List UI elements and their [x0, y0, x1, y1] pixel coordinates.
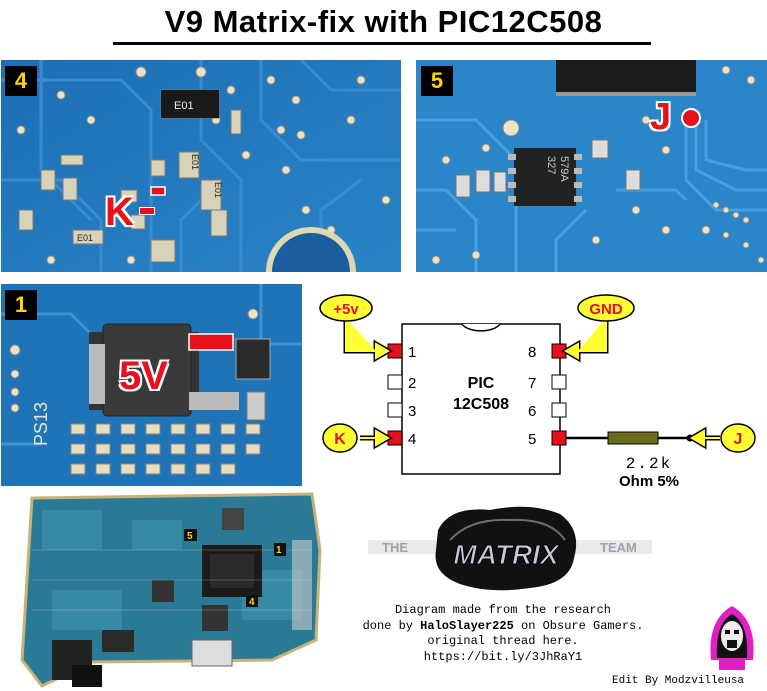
pin-num-2: 2 — [408, 375, 416, 392]
tag-gnd: GND — [589, 301, 623, 318]
chip-notch — [461, 323, 501, 332]
photo-5v: PS13 1 5V — [1, 284, 302, 486]
logo-word: MATRIX — [453, 539, 561, 570]
chip-name: PIC — [468, 375, 495, 392]
point-j-label: J — [650, 96, 672, 138]
tag-vcc: +5v — [333, 301, 359, 318]
pad-5v-marker — [188, 333, 234, 351]
tag-vcc-bubble — [319, 294, 373, 322]
tag-k-bubble — [322, 423, 358, 453]
tag-k: K — [334, 431, 346, 448]
resistor — [607, 431, 659, 445]
pin-num-5: 5 — [528, 431, 536, 448]
pin-2 — [387, 374, 403, 390]
pin-num-7: 7 — [528, 375, 536, 392]
chip-mark-2: E01 — [190, 154, 200, 170]
pin-num-6: 6 — [528, 403, 536, 420]
page-title: V9 Matrix-fix with PIC12C508 — [164, 4, 603, 39]
pad-j-marker — [681, 108, 701, 128]
pin-num-8: 8 — [528, 344, 536, 361]
resistor-value: 2.2k — [626, 455, 672, 473]
pin-num-3: 3 — [408, 403, 416, 420]
step-badge-1: 1 — [5, 290, 37, 320]
photo-point-k: E01 E01 E01 E01 4 K — [1, 60, 401, 272]
pin-6 — [551, 402, 567, 418]
pcb-photo-1: PS13 — [1, 284, 302, 486]
tag-gnd-bubble — [577, 294, 635, 322]
tag-j-bubble — [720, 423, 756, 453]
credit-line-2: done by HaloSlayer225 on Obsure Gamers. — [355, 619, 651, 635]
pic-schematic: PIC 12C508 1 2 3 4 8 7 6 5 +5v GND K J 2… — [319, 294, 756, 490]
pin-3 — [387, 402, 403, 418]
pin-5 — [551, 430, 567, 446]
logo-team: TEAM — [600, 540, 637, 555]
credit-by: done by — [362, 618, 421, 633]
label-5v: 5V — [119, 354, 168, 398]
pcb-photo-5: 327 579A — [416, 60, 767, 272]
credit-link[interactable]: https://bit.ly/3JhRaY1 — [423, 649, 583, 664]
title-underline — [113, 42, 651, 45]
chip-mark-4: E01 — [77, 233, 93, 243]
pad-k-marker — [150, 186, 166, 196]
chip-model: 12C508 — [453, 396, 509, 413]
board-marker-5: 5 — [187, 531, 193, 542]
pin-num-1: 1 — [408, 344, 416, 361]
pin-num-4: 4 — [408, 431, 416, 448]
matrix-team-logo: THE TEAM MATRIX — [368, 506, 652, 591]
pin-7 — [551, 374, 567, 390]
step-badge-5: 5 — [421, 66, 453, 96]
photo-point-j: 327 579A 5 J — [416, 60, 767, 272]
credit-line-3: original thread here. — [427, 634, 579, 648]
credit-line-1: Diagram made from the research — [394, 603, 612, 617]
chip-327 — [514, 148, 576, 206]
step-badge-4: 4 — [5, 66, 37, 96]
logo-the: THE — [382, 540, 408, 555]
avatar-icon — [705, 600, 759, 670]
board-photo: 5 1 4 — [12, 490, 328, 690]
chip-text-579a: 579A — [558, 156, 570, 182]
board-marker-1: 1 — [276, 545, 282, 556]
edit-credit: Edit By Modzvilleusa — [612, 675, 745, 687]
pcb-photo-4: E01 E01 E01 E01 — [1, 60, 401, 272]
chip-mark-3: E01 — [213, 182, 223, 198]
chip-text-327: 327 — [545, 156, 557, 174]
credit-author: HaloSlayer225 — [420, 618, 514, 633]
chip-mark-1: E01 — [174, 100, 194, 112]
k-dash — [139, 207, 155, 215]
credits: Diagram made from the research done by H… — [355, 603, 651, 665]
tag-j: J — [734, 431, 743, 448]
board-marker-4: 4 — [249, 597, 255, 608]
chip-body — [401, 323, 561, 475]
point-k-label: K — [105, 190, 134, 234]
resistor-spec: Ohm 5% — [619, 473, 679, 490]
credit-site: on Obsure Gamers. — [513, 618, 644, 633]
silk-ps13: PS13 — [31, 402, 51, 446]
board-overview: 5 1 4 — [12, 490, 328, 690]
